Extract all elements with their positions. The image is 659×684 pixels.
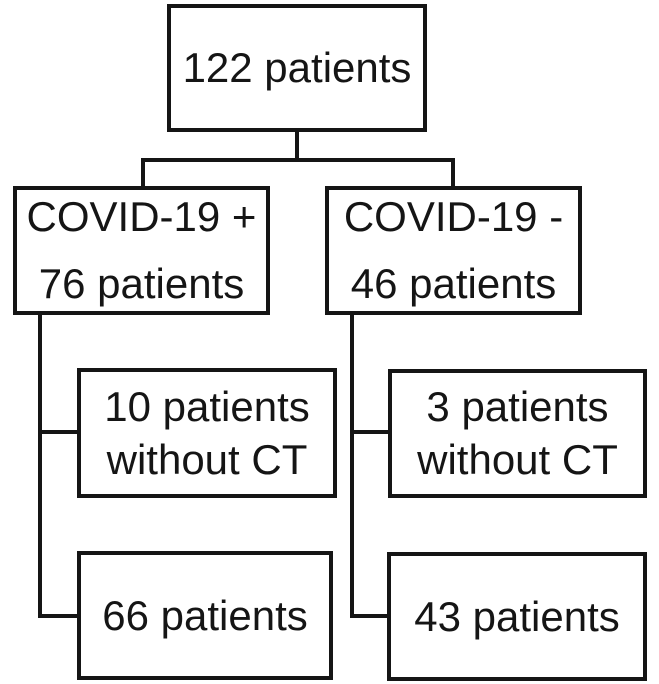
connector-right-elbow-lower [350, 614, 391, 618]
node-covid-positive-count: 76 patients [38, 260, 245, 307]
node-covid-positive: COVID-19 + 76 patients [13, 186, 270, 315]
node-positive-final-label: 66 patients [102, 591, 308, 639]
connector-branch-right-drop [451, 158, 455, 188]
node-negative-final-label: 43 patients [414, 592, 620, 640]
connector-branch-left-drop [141, 158, 145, 188]
node-positive-final: 66 patients [77, 551, 333, 680]
node-total-label: 122 patients [182, 44, 412, 91]
node-negative-without-ct-label: without CT [417, 436, 618, 483]
node-positive-without-ct-count: 10 patients [104, 382, 310, 430]
node-negative-final: 43 patients [387, 552, 647, 681]
node-positive-without-ct: 10 patients without CT [77, 368, 337, 498]
connector-right-rail [350, 313, 354, 618]
connector-left-elbow-lower [38, 614, 81, 618]
connector-branch-horizontal [141, 158, 455, 162]
node-covid-negative: COVID-19 - 46 patients [325, 186, 582, 315]
node-negative-without-ct-count: 3 patients [426, 383, 609, 430]
connector-top-stem [295, 130, 299, 162]
node-positive-without-ct-label: without CT [106, 435, 308, 483]
node-covid-negative-count: 46 patients [350, 260, 557, 307]
node-covid-positive-title: COVID-19 + [26, 193, 257, 240]
connector-left-elbow-upper [38, 430, 81, 434]
node-total-patients: 122 patients [167, 4, 427, 132]
node-covid-negative-title: COVID-19 - [343, 193, 564, 240]
connector-left-rail [38, 313, 42, 618]
connector-right-elbow-upper [350, 430, 392, 434]
node-negative-without-ct: 3 patients without CT [388, 369, 647, 498]
